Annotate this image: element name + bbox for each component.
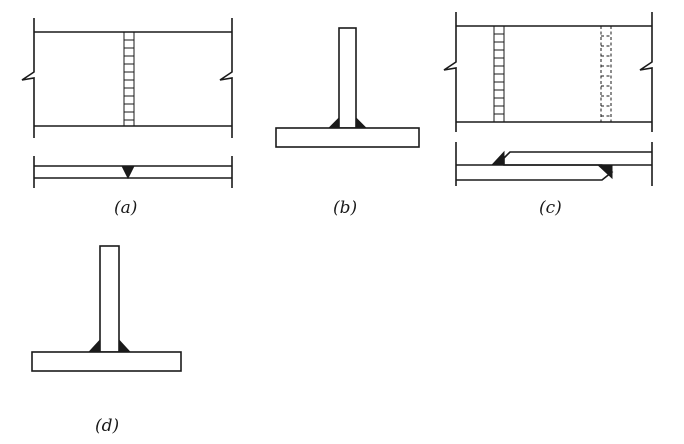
lower-plate: [456, 164, 614, 181]
caption-c: (c): [539, 198, 562, 218]
panel-c-plan-view: [443, 12, 653, 132]
panel-c-section-view: [455, 142, 653, 186]
break-line-left: [443, 12, 457, 132]
butt-weld-seam: [123, 32, 135, 126]
panel-b-tee-joint: (b): [275, 27, 420, 218]
lap-weld-seam-hidden: [600, 26, 612, 122]
panel-c-lap-joint: (c): [443, 12, 653, 218]
panel-a-section-view: [33, 156, 233, 188]
fillet-weld-left: [87, 338, 101, 353]
panel-a-plan-view: [21, 18, 233, 138]
web-plate: [99, 245, 120, 353]
flange-plate: [275, 127, 420, 148]
web-plate: [338, 27, 357, 129]
break-line-right: [639, 12, 653, 132]
lap-fillet-weld-left: [490, 150, 505, 166]
panel-d-tee-joint: (d): [31, 245, 182, 436]
upper-plate: [503, 151, 652, 166]
caption-a: (a): [114, 198, 137, 218]
caption-d: (d): [95, 416, 119, 436]
fillet-weld-right: [355, 116, 368, 129]
lap-weld-seam-visible: [493, 26, 505, 122]
fillet-weld-left: [327, 116, 340, 129]
break-line-left: [21, 18, 35, 138]
break-line-right: [219, 18, 233, 138]
flange-plate: [31, 351, 182, 372]
lap-fillet-weld-right: [596, 164, 613, 180]
caption-b: (b): [333, 198, 357, 218]
fillet-weld-right: [118, 338, 132, 353]
butt-weld-bead: [121, 165, 135, 180]
panel-a-butt-joint: (a): [21, 18, 233, 218]
